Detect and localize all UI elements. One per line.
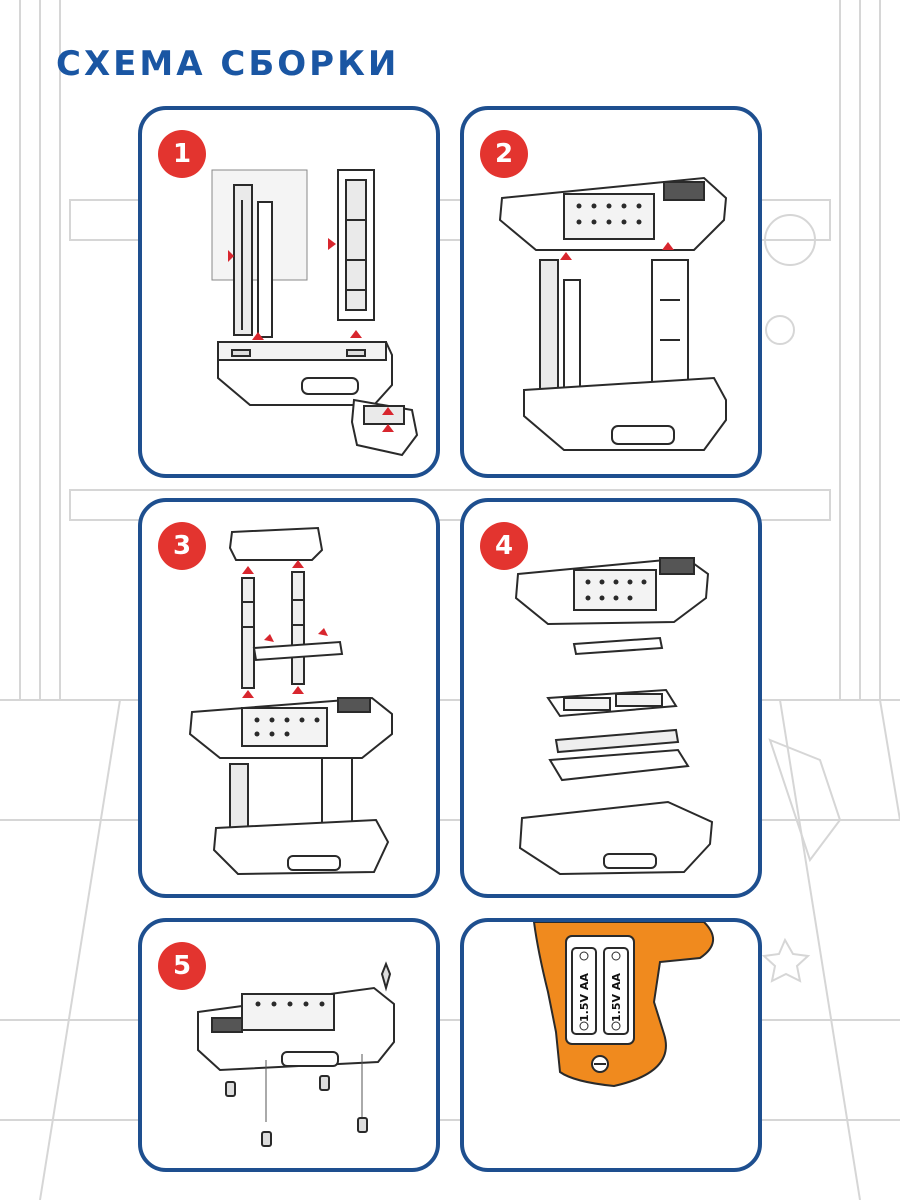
step-2-illustration xyxy=(498,176,728,451)
part-arrow-icon xyxy=(228,238,394,432)
battery-panel: 1.5V AA 1.5V AA xyxy=(460,918,762,1172)
part-arrow-icon xyxy=(560,242,674,260)
step-3-illustration xyxy=(188,526,393,876)
drill-handle: 1.5V AA 1.5V AA xyxy=(532,922,714,1088)
step-number-badge: 1 xyxy=(158,130,206,178)
battery-label: 1.5V AA xyxy=(610,973,623,1022)
step-number-badge: 3 xyxy=(158,522,206,570)
step-1-illustration xyxy=(211,169,419,457)
battery-icon: 1.5V AA 1.5V AA xyxy=(571,947,629,1035)
step-5-panel: 5 xyxy=(138,918,440,1172)
page-title: СХЕМА СБОРКИ xyxy=(56,44,400,84)
step-number-badge: 2 xyxy=(480,130,528,178)
battery-label: 1.5V AA xyxy=(578,973,591,1022)
step-4-panel: 4 xyxy=(460,498,762,898)
step-3-panel: 3 xyxy=(138,498,440,898)
step-5-illustration xyxy=(197,961,395,1147)
step-1-panel: 1 xyxy=(138,106,440,478)
step-2-panel: 2 xyxy=(460,106,762,478)
step-number-badge: 5 xyxy=(158,942,206,990)
part-arrow-icon xyxy=(242,560,328,698)
step-number-badge: 4 xyxy=(480,522,528,570)
step-4-illustration xyxy=(514,556,714,876)
